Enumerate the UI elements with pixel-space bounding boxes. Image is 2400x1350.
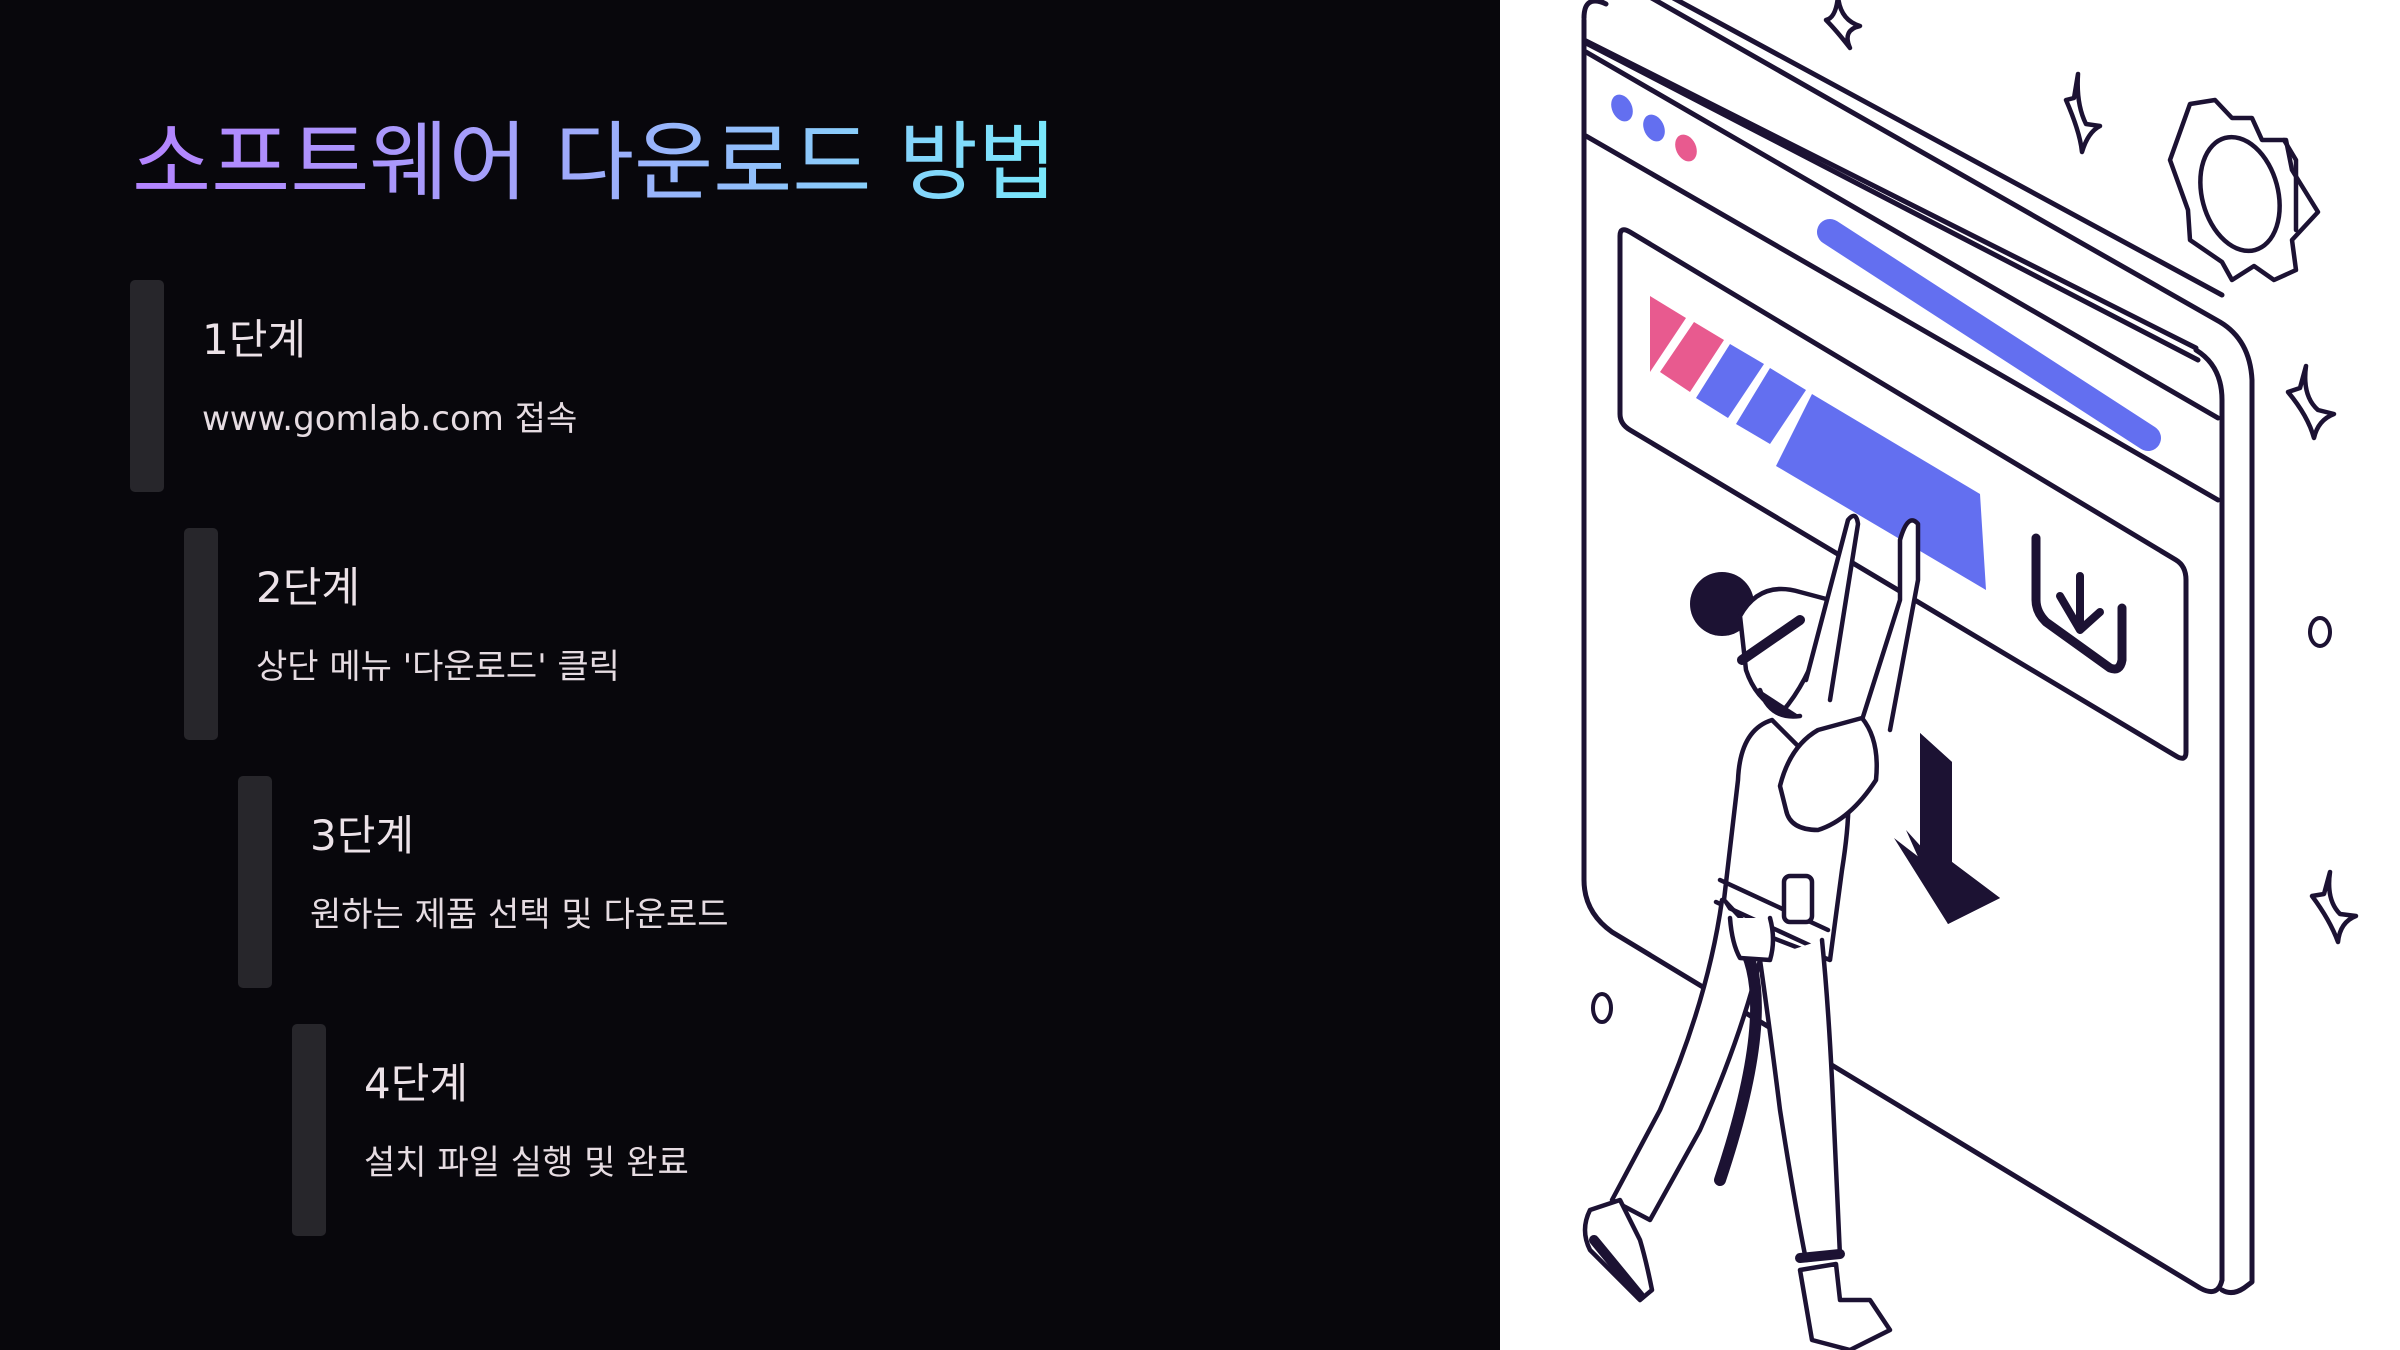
step-marker-bar	[292, 1024, 326, 1236]
page-title: 소프트웨어 다운로드 방법	[132, 108, 1057, 218]
sparkle-icon	[1823, 0, 2359, 945]
step-heading: 3단계	[310, 811, 415, 860]
step-heading: 1단계	[202, 315, 307, 364]
step-description: 원하는 제품 선택 및 다운로드	[310, 895, 729, 935]
download-illustration	[1581, 0, 2359, 1350]
step-heading: 4단계	[364, 1059, 469, 1108]
step-marker-bar	[130, 280, 164, 492]
step-heading: 2단계	[256, 563, 361, 612]
step-description: www.gomlab.com 접속	[202, 399, 578, 439]
step-description: 설치 파일 실행 및 완료	[364, 1143, 689, 1183]
step-4: 4단계 설치 파일 실행 및 완료	[292, 1024, 1192, 1236]
step-1: 1단계 www.gomlab.com 접속	[130, 280, 1030, 492]
progress-segment-blue	[1696, 344, 1764, 418]
circle-dot-icon	[1591, 616, 2332, 1024]
progress-card	[1617, 227, 2189, 761]
step-2: 2단계 상단 메뉴 '다운로드' 클릭	[184, 528, 1084, 740]
progress-segment-pink	[1650, 296, 1686, 372]
progress-segment-pink	[1660, 322, 1724, 392]
step-description: 상단 메뉴 '다운로드' 클릭	[256, 647, 620, 687]
step-marker-bar	[184, 528, 218, 740]
step-3: 3단계 원하는 제품 선택 및 다운로드	[238, 776, 1138, 988]
window-dot-blue	[1611, 94, 1633, 122]
illustration-panel	[1500, 0, 2400, 1350]
step-marker-bar	[238, 776, 272, 988]
window-dot-blue	[1643, 114, 1665, 142]
gear-icon	[2167, 97, 2321, 283]
person-figure	[1582, 513, 1921, 1350]
browser-window-icon	[1581, 0, 2255, 1296]
url-bar	[1817, 219, 2161, 451]
window-dot-pink	[1675, 134, 1697, 162]
content-panel: 소프트웨어 다운로드 방법 1단계 www.gomlab.com 접속 2단계 …	[130, 108, 1192, 1236]
download-icon	[2031, 533, 2127, 674]
progress-segment-blue	[1736, 368, 1806, 444]
progress-segment-blue	[1776, 394, 1986, 590]
